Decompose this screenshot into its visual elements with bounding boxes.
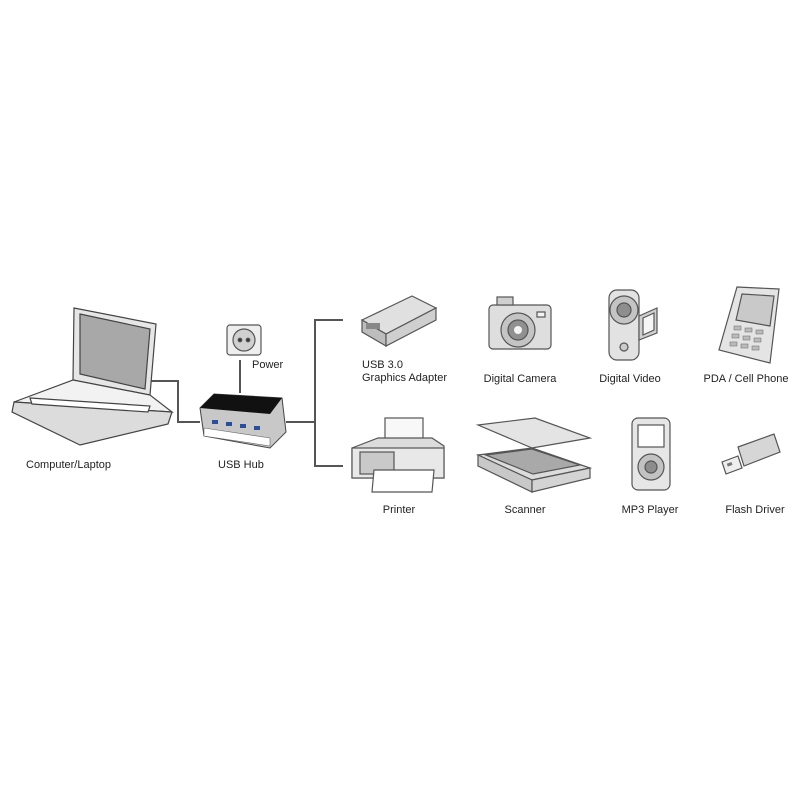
power-socket-icon (226, 324, 262, 356)
computer-label: Computer/Laptop (26, 459, 111, 471)
scanner-label: Scanner (504, 504, 546, 516)
mp3-player-label: MP3 Player (621, 504, 679, 516)
flash-drive-label: Flash Driver (725, 504, 785, 516)
graphics-adapter-label: USB 3.0 Graphics Adapter (362, 359, 447, 384)
connection-lines (150, 319, 343, 467)
digital-camera-label: Digital Camera (483, 373, 557, 385)
laptop-to-hub-line (150, 380, 200, 423)
digital-video-label: Digital Video (599, 373, 661, 385)
pda-phone-icon (718, 286, 780, 364)
mp3-player-icon (631, 417, 671, 491)
laptop-icon (11, 307, 174, 446)
power-label: Power (252, 359, 284, 371)
usb-hub-label: USB Hub (218, 459, 264, 471)
digital-camera-icon (488, 296, 552, 350)
pda-phone-label: PDA / Cell Phone (703, 373, 789, 385)
flash-drive-icon (721, 433, 781, 475)
printer-label: Printer (382, 504, 416, 516)
scanner-icon (475, 417, 593, 493)
bus-line (314, 319, 343, 467)
digital-video-icon (608, 289, 658, 361)
graphics-adapter-icon (360, 295, 438, 348)
usb-hub-icon (199, 393, 287, 449)
printer-icon (351, 417, 445, 493)
